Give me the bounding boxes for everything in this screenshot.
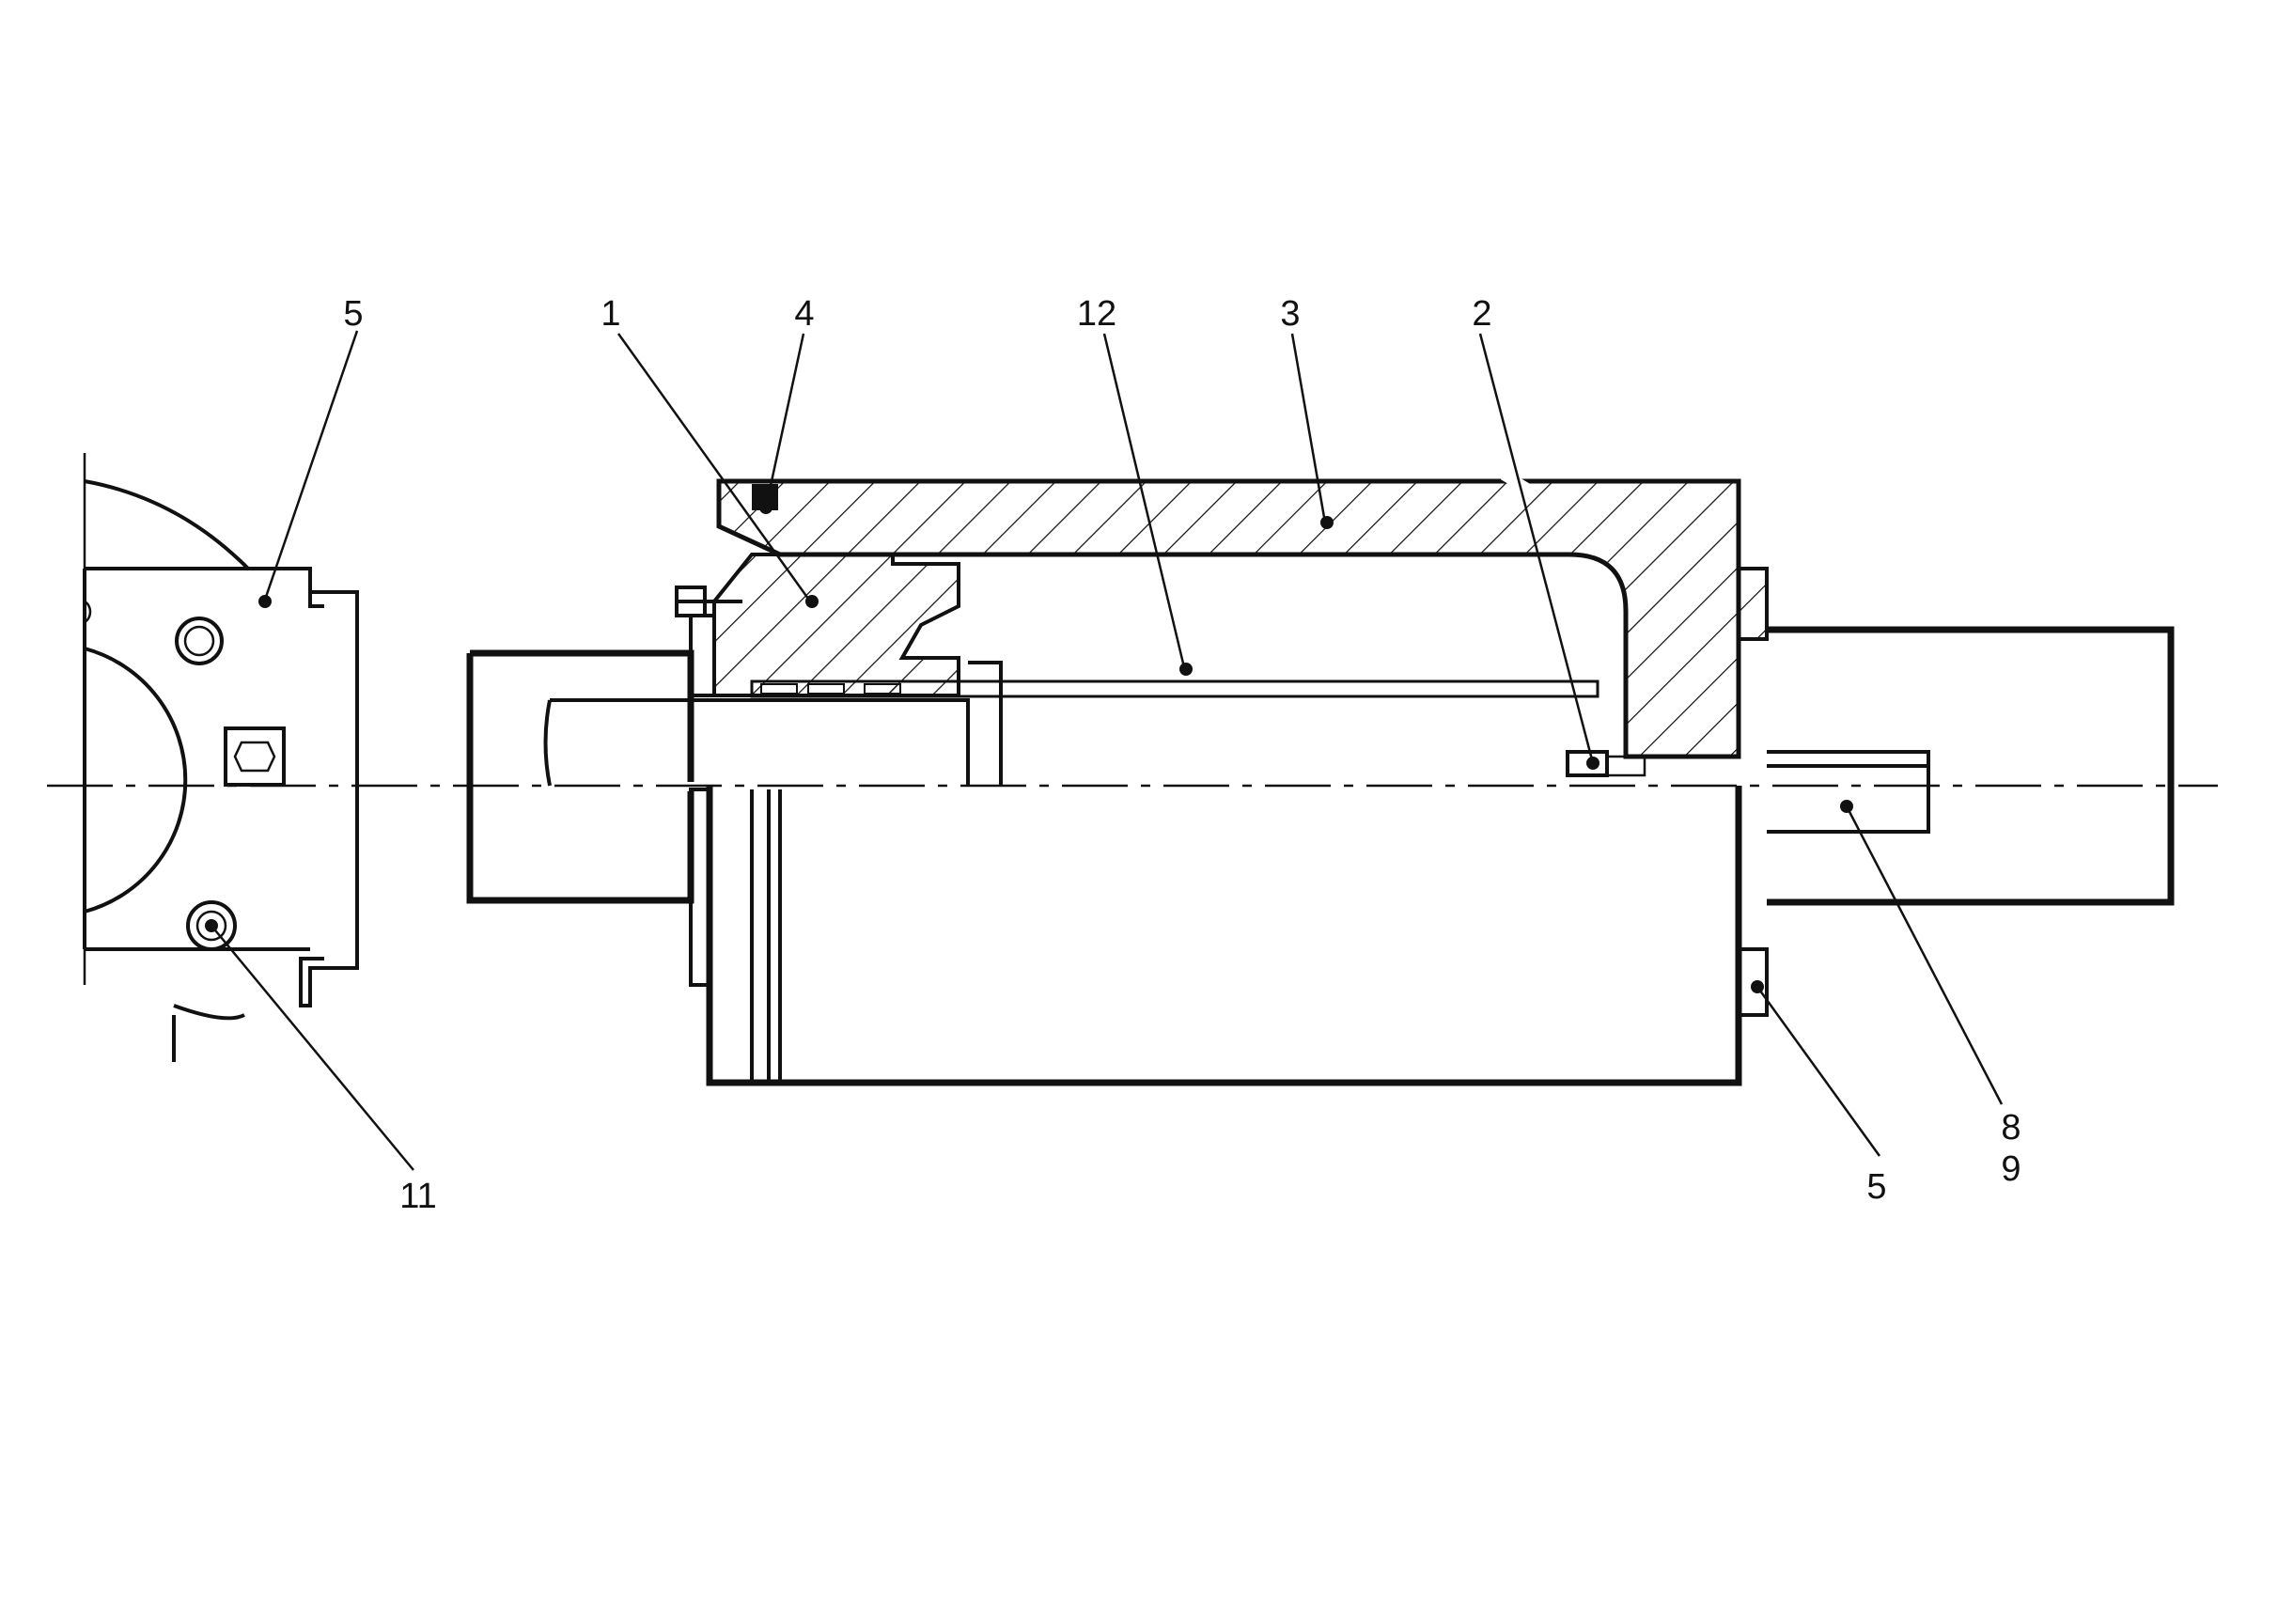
callout-2: 2	[1472, 294, 1491, 334]
callout-4: 4	[794, 294, 814, 334]
bolt-head-lower	[186, 900, 237, 951]
leader-dots	[205, 501, 1853, 993]
motor-body	[689, 750, 1769, 1086]
callout-8: 8	[2001, 1108, 2021, 1148]
callout-5-top: 5	[343, 294, 363, 334]
bolt-head-upper	[175, 617, 224, 665]
callout-5-bottom: 5	[1866, 1167, 1886, 1207]
callout-12: 12	[1077, 294, 1116, 334]
callout-3: 3	[1280, 294, 1300, 334]
right-shaft-housing	[1737, 567, 2175, 906]
rotor-part-1	[675, 484, 1599, 698]
callouts: 5 1 4 12 3 2 11 8 9 5	[343, 294, 2021, 1216]
left-flange-view	[83, 453, 359, 1062]
housing-part-3	[716, 469, 1741, 759]
callout-1: 1	[601, 294, 620, 334]
callout-9: 9	[2001, 1149, 2021, 1189]
callout-11: 11	[399, 1177, 436, 1216]
leader-lines	[211, 330, 2004, 1171]
